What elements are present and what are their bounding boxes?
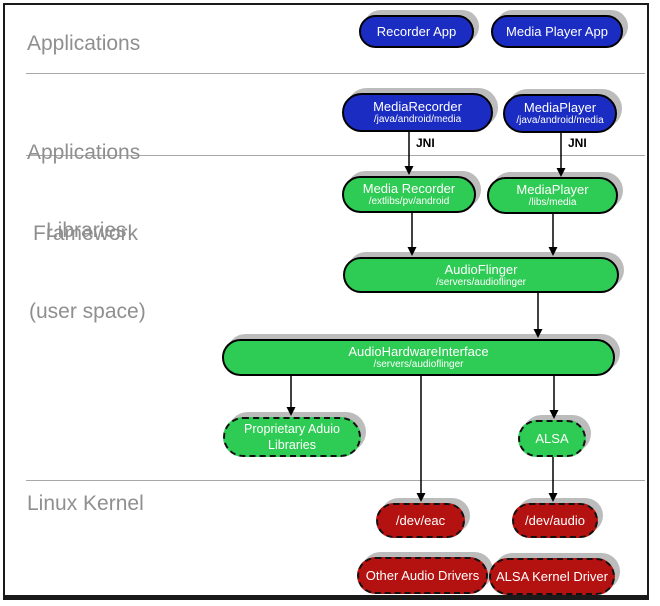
node-mediaplayer-lib: MediaPlayer /libs/media	[487, 177, 618, 214]
node-other-audio-drivers: Other Audio Drivers	[357, 557, 488, 594]
node-media-player-app-title: Media Player App	[506, 24, 608, 39]
node-proprietary-audio-libraries-title: Proprietary Aduio Libraries	[244, 422, 340, 452]
node-audioflinger: AudioFlinger /servers/audioflinger	[343, 257, 619, 293]
node-mediaplayer-framework: MediaPlayer /java/android/media	[503, 94, 617, 133]
section-label-libraries-line2: (user space)	[29, 300, 146, 323]
node-recorder-app-title: Recorder App	[376, 24, 457, 39]
diagram-frame	[3, 3, 649, 600]
node-mediaplayer-framework-title: MediaPlayer	[523, 100, 597, 115]
section-divider-applications	[26, 73, 645, 74]
section-label-framework-line1: Applications	[27, 141, 141, 164]
node-mediaplayer-framework-path: /java/android/media	[516, 115, 604, 126]
jni-label-right: JNI	[568, 136, 587, 150]
section-label-libraries: Libraries (user space)	[29, 163, 146, 379]
node-audioflinger-title: AudioFlinger	[444, 261, 518, 277]
node-mediaplayer-lib-title: MediaPlayer	[516, 182, 589, 197]
node-media-recorder-lib-title: Media Recorder	[362, 181, 456, 196]
node-other-audio-drivers-title: Other Audio Drivers	[365, 568, 480, 583]
section-divider-kernel	[26, 480, 645, 481]
node-media-recorder-lib-path: /extlibs/pv/android	[368, 196, 450, 207]
node-dev-audio-title: /dev/audio	[525, 513, 585, 528]
node-recorder-app: Recorder App	[359, 15, 474, 48]
node-dev-eac-title: /dev/eac	[395, 513, 446, 528]
node-alsa-kernel-driver-title: ALSA Kernel Driver	[496, 569, 608, 584]
node-dev-audio: /dev/audio	[512, 503, 598, 538]
section-label-linux-kernel: Linux Kernel	[27, 492, 144, 515]
node-alsa-kernel-driver: ALSA Kernel Driver	[489, 558, 615, 595]
node-alsa: ALSA	[518, 420, 586, 457]
node-audiohardwareinterface-title: AudioHardwareInterface	[348, 344, 489, 359]
node-audiohardwareinterface: AudioHardwareInterface /servers/audiofli…	[222, 339, 615, 376]
node-audiohardwareinterface-path: /servers/audioflinger	[373, 359, 464, 370]
node-mediarecorder-framework-title: MediaRecorder	[373, 99, 462, 114]
node-mediarecorder-framework-path: /java/android/media	[373, 114, 462, 125]
section-label-applications: Applications	[27, 32, 141, 55]
node-media-recorder-lib: Media Recorder /extlibs/pv/android	[342, 176, 476, 213]
node-dev-eac: /dev/eac	[376, 503, 465, 538]
node-audioflinger-path: /servers/audioflinger	[435, 276, 527, 288]
node-media-player-app: Media Player App	[491, 15, 623, 48]
section-divider-framework	[26, 155, 645, 156]
section-label-framework-line2: Framework	[33, 222, 139, 245]
node-alsa-title: ALSA	[535, 431, 569, 446]
section-label-framework: Applications Framework	[27, 85, 140, 301]
node-mediarecorder-framework: MediaRecorder /java/android/media	[342, 93, 493, 132]
node-mediaplayer-lib-path: /libs/media	[528, 197, 577, 208]
node-proprietary-audio-libraries: Proprietary Aduio Libraries	[223, 417, 361, 457]
section-label-libraries-line1: Libraries	[46, 219, 127, 242]
jni-label-left: JNI	[416, 136, 435, 150]
